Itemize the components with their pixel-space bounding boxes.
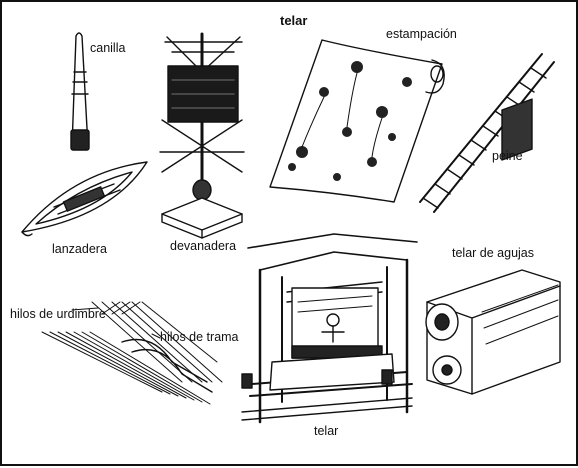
label-peine: peine: [492, 149, 523, 163]
label-telar-de-agujas: telar de agujas: [452, 246, 535, 260]
devanadera-illustration: [160, 34, 244, 238]
label-estampacion: estampación: [386, 27, 457, 41]
peine-illustration: [420, 54, 554, 212]
label-canilla: canilla: [90, 41, 126, 55]
lanzadera-illustration: [22, 162, 147, 236]
label-telar: telar: [314, 424, 339, 438]
telar-de-agujas-illustration: [426, 99, 560, 394]
label-hilos-de-urdimbre: hilos de urdimbre: [10, 307, 106, 321]
label-hilos-de-trama: hilos de trama: [160, 330, 239, 344]
canilla-illustration: [71, 33, 89, 150]
estampacion-illustration: [270, 40, 444, 202]
diagram-title: telar: [280, 13, 308, 28]
label-lanzadera: lanzadera: [52, 242, 107, 256]
telar-illustration: [242, 234, 417, 422]
weave-illustration: [42, 302, 222, 404]
label-devanadera: devanadera: [170, 239, 237, 253]
